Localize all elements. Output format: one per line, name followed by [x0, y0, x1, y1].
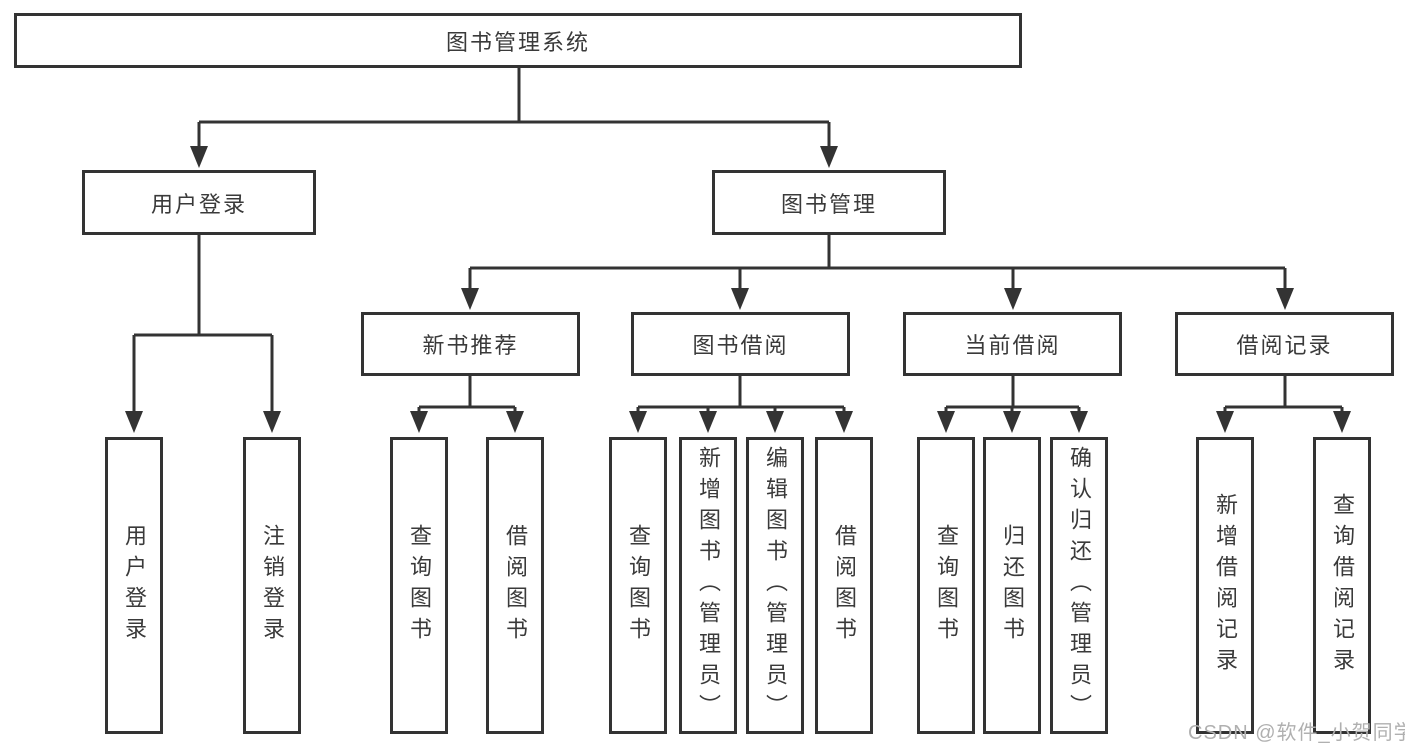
node-root: 图书管理系统 — [14, 13, 1022, 68]
leaf-query-books-borrow-label: 查询图书 — [626, 523, 651, 648]
node-borrow-records: 借阅记录 — [1175, 312, 1394, 376]
leaf-query-books-recommend: 查询图书 — [390, 437, 448, 734]
leaf-return-books-label: 归还图书 — [1000, 523, 1025, 648]
node-user-login: 用户登录 — [82, 170, 316, 235]
leaf-query-borrow-record-label: 查询借阅记录 — [1330, 492, 1355, 679]
leaf-borrow-books-borrow: 借阅图书 — [815, 437, 873, 734]
node-current-borrow-label: 当前借阅 — [964, 333, 1061, 358]
leaf-query-books-current-label: 查询图书 — [934, 523, 959, 648]
node-new-book-recommend-label: 新书推荐 — [422, 333, 519, 358]
leaf-borrow-books-borrow-label: 借阅图书 — [832, 523, 857, 648]
leaf-confirm-return-admin: 确认归还（管理员） — [1050, 437, 1108, 734]
leaf-user-login-label: 用户登录 — [122, 523, 147, 648]
node-user-login-label: 用户登录 — [150, 191, 247, 217]
leaf-query-books-recommend-label: 查询图书 — [407, 523, 432, 648]
leaf-query-books-current: 查询图书 — [917, 437, 975, 734]
leaf-add-books-admin-label: 新增图书（管理员） — [696, 446, 721, 725]
node-book-borrow-label: 图书借阅 — [692, 333, 789, 358]
node-book-management: 图书管理 — [712, 170, 946, 235]
node-book-borrow: 图书借阅 — [631, 312, 850, 376]
leaf-logout: 注销登录 — [243, 437, 301, 734]
leaf-query-books-borrow: 查询图书 — [609, 437, 667, 734]
node-new-book-recommend: 新书推荐 — [361, 312, 580, 376]
arrowheads — [125, 146, 1351, 433]
node-book-management-label: 图书管理 — [780, 191, 877, 217]
leaf-user-login: 用户登录 — [105, 437, 163, 734]
node-root-label: 图书管理系统 — [445, 29, 590, 55]
node-borrow-records-label: 借阅记录 — [1236, 333, 1333, 358]
leaf-return-books: 归还图书 — [983, 437, 1041, 734]
leaf-borrow-books-recommend-label: 借阅图书 — [503, 523, 528, 648]
leaf-logout-label: 注销登录 — [260, 523, 285, 648]
leaf-add-borrow-record-label: 新增借阅记录 — [1213, 492, 1238, 679]
leaf-add-borrow-record: 新增借阅记录 — [1196, 437, 1254, 734]
node-current-borrow: 当前借阅 — [903, 312, 1122, 376]
leaf-edit-books-admin-label: 编辑图书（管理员） — [763, 446, 788, 725]
leaf-edit-books-admin: 编辑图书（管理员） — [746, 437, 804, 734]
leaf-borrow-books-recommend: 借阅图书 — [486, 437, 544, 734]
leaf-confirm-return-admin-label: 确认归还（管理员） — [1067, 446, 1092, 725]
leaf-query-borrow-record: 查询借阅记录 — [1313, 437, 1371, 734]
leaf-add-books-admin: 新增图书（管理员） — [679, 437, 737, 734]
csdn-watermark: CSDN @软件_小贺同学 — [1188, 722, 1405, 744]
connector-paths — [132, 68, 1344, 413]
